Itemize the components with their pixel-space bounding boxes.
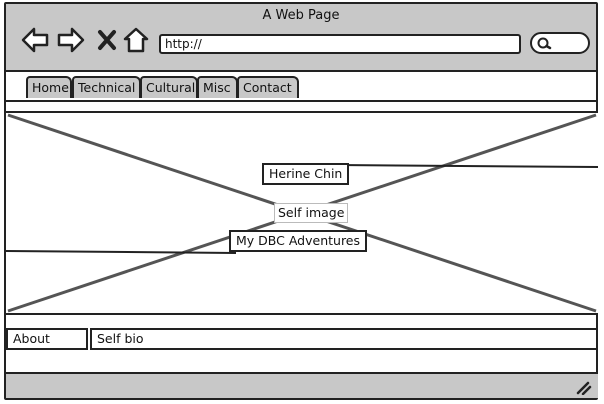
close-x-icon[interactable]	[96, 28, 118, 52]
search-box[interactable]	[530, 32, 590, 54]
blog-title-label: My DBC Adventures	[229, 230, 368, 252]
window-title: A Web Page	[262, 8, 340, 23]
tab-contact[interactable]: Contact	[237, 76, 299, 98]
home-icon[interactable]	[122, 26, 150, 54]
resize-grip-icon[interactable]	[574, 379, 592, 395]
bio-field: Self bio	[90, 328, 598, 350]
hero-image-placeholder: Herine Chin Self image My DBC Adventures	[6, 113, 598, 315]
forward-arrow-icon[interactable]	[56, 26, 86, 54]
about-label: About	[6, 328, 88, 350]
tab-home[interactable]: Home	[26, 76, 72, 98]
tab-bar: Home Technical Cultural Misc Contact	[6, 72, 598, 102]
back-arrow-icon[interactable]	[20, 26, 50, 54]
tab-technical[interactable]: Technical	[72, 76, 141, 98]
status-bar	[6, 374, 598, 398]
address-bar-input[interactable]: http://	[159, 34, 521, 54]
footer-row	[6, 352, 598, 374]
search-icon	[537, 37, 552, 50]
tab-misc[interactable]: Misc	[197, 76, 238, 98]
separator-strip	[6, 101, 598, 113]
name-label: Herine Chin	[262, 163, 350, 185]
image-label: Self image	[274, 203, 349, 223]
tab-cultural[interactable]: Cultural	[140, 76, 198, 98]
